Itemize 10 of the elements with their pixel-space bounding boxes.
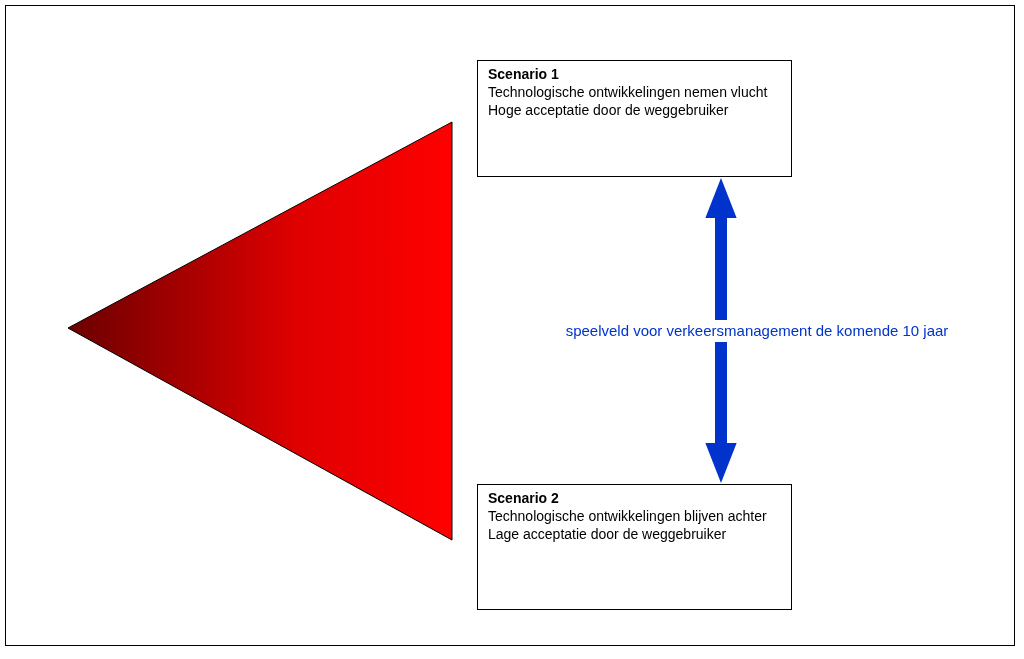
scenario-box <box>477 484 792 610</box>
scenario-text: Technologische ontwikkelingen nemen vlucht <box>488 83 769 101</box>
edge-label: speelveld voor verkeersmanagement de komende 10 jaar <box>565 319 949 342</box>
double-arrow <box>705 178 737 483</box>
scenario-text: Hoge acceptatie door de weggebruiker <box>488 101 730 119</box>
scenario-text: Technologische ontwikkelingen blijven achter <box>488 507 768 525</box>
scenario-heading: Scenario 1 <box>488 65 560 83</box>
scenario-box <box>477 60 792 177</box>
scenario-heading: Scenario 2 <box>488 489 560 507</box>
scenario-text: Lage acceptatie door de weggebruiker <box>488 525 728 543</box>
